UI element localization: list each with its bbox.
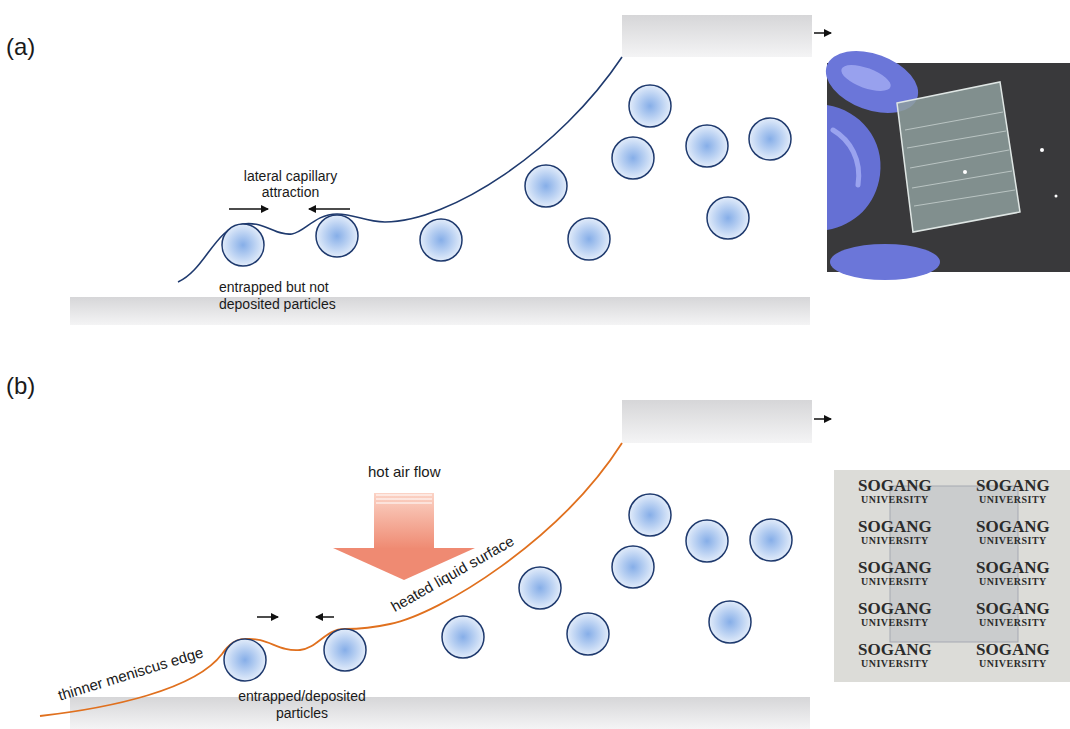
- slide-stripes: [905, 112, 1015, 206]
- photo-text: UNIVERSITY: [979, 617, 1047, 629]
- photo-text: SOGANG: [858, 558, 932, 577]
- panel-label: (a): [6, 33, 35, 61]
- annotation-label: entrapped/deposited particles: [227, 688, 377, 722]
- force-arrow: [257, 616, 278, 618]
- force-arrow: [229, 208, 268, 210]
- particle: [686, 125, 728, 167]
- particle: [222, 224, 264, 266]
- annotation-label: entrapped but not deposited particles: [219, 279, 369, 313]
- air-stripe: [376, 498, 432, 499]
- photo-text: SOGANG: [858, 476, 932, 495]
- particle: [567, 613, 609, 655]
- motion-arrow: [814, 32, 831, 34]
- hot-air-shaft: [374, 493, 434, 549]
- panel-label: (b): [6, 372, 35, 400]
- photo-text: SOGANG: [976, 558, 1050, 577]
- moving-plate: [622, 15, 812, 57]
- particle: [568, 218, 610, 260]
- particle-group: [222, 85, 791, 266]
- particle: [612, 137, 654, 179]
- substrate: [70, 697, 810, 729]
- photo-sample-a: [817, 39, 1070, 280]
- photo-text: UNIVERSITY: [861, 576, 929, 588]
- motion-arrow: [814, 418, 831, 420]
- particle: [629, 85, 671, 127]
- particle: [442, 616, 484, 658]
- particle-group: [224, 494, 792, 681]
- photo-text: UNIVERSITY: [979, 494, 1047, 506]
- particle: [749, 118, 791, 160]
- photo-text: UNIVERSITY: [979, 658, 1047, 670]
- particle: [707, 197, 749, 239]
- substrate: [70, 297, 810, 325]
- glove-highlight: [833, 130, 859, 185]
- photo-text: UNIVERSITY: [979, 535, 1047, 547]
- photo-text: SOGANG: [976, 640, 1050, 659]
- meniscus-line: [178, 57, 622, 282]
- glove-finger: [827, 105, 881, 230]
- force-arrow: [316, 616, 334, 618]
- annotation-label: hot air flow: [368, 463, 441, 480]
- photo-text: SOGANG: [976, 517, 1050, 536]
- photo-text: UNIVERSITY: [861, 535, 929, 547]
- glove-highlight: [838, 60, 894, 97]
- heated-meniscus-line: [40, 443, 622, 716]
- photo-sample-b: [834, 470, 1070, 682]
- particle: [750, 519, 792, 561]
- air-stripe: [376, 502, 432, 503]
- photo-text: SOGANG: [858, 599, 932, 618]
- speck: [963, 170, 967, 174]
- annotation-label: thinner meniscus edge: [56, 643, 205, 703]
- particle: [525, 165, 567, 207]
- particle: [629, 494, 671, 536]
- photo-text: UNIVERSITY: [979, 576, 1047, 588]
- photo-ground: [834, 470, 1070, 682]
- photo-text: UNIVERSITY: [861, 617, 929, 629]
- photo-text: SOGANG: [976, 599, 1050, 618]
- glass-slide: [897, 82, 1020, 232]
- speck: [1040, 148, 1044, 152]
- particle: [709, 601, 751, 643]
- air-stripe: [376, 494, 432, 495]
- particle: [519, 567, 561, 609]
- particle: [224, 639, 266, 681]
- photo-text: SOGANG: [858, 640, 932, 659]
- particle: [420, 219, 462, 261]
- moving-plate: [622, 400, 812, 443]
- particle: [324, 629, 366, 671]
- particle: [686, 520, 728, 562]
- particle: [612, 546, 654, 588]
- glove-finger: [830, 244, 940, 280]
- photo-text: SOGANG: [858, 517, 932, 536]
- photo-text: UNIVERSITY: [861, 494, 929, 506]
- annotation-label: lateral capillary attraction: [228, 168, 353, 200]
- photo-text: SOGANG: [976, 476, 1050, 495]
- photo-text: UNIVERSITY: [861, 658, 929, 670]
- particle: [316, 215, 358, 257]
- force-arrow: [309, 208, 350, 210]
- speck: [1055, 195, 1058, 198]
